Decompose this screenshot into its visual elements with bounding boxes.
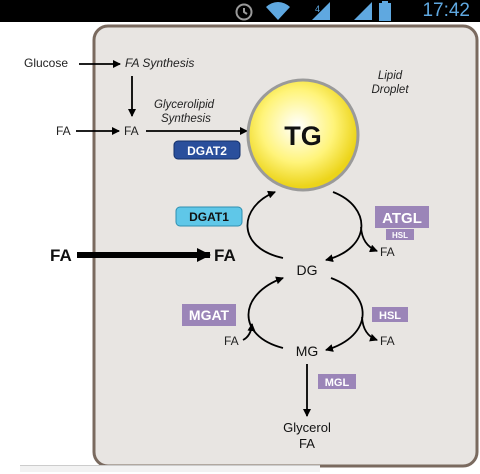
lipid-metabolism-diagram: Glucose FA Synthesis FA FA Glycerolipid … — [24, 24, 479, 468]
hsl-small-badge — [386, 229, 414, 240]
svg-text:4: 4 — [315, 4, 320, 14]
mg-label: MG — [296, 343, 319, 359]
fa-release-arrow-top — [360, 226, 378, 253]
glycerol-label: Glycerol — [283, 420, 331, 435]
hsl-badge — [372, 307, 408, 322]
mgat-label: MGAT — [189, 307, 230, 323]
fa-right-bottom-label: FA — [380, 334, 395, 348]
fa-big-right-label: FA — [214, 246, 236, 265]
fa-uptake-arrow-bottom — [242, 323, 256, 341]
droplet-label: Droplet — [371, 84, 409, 96]
fa-synthesis-label: FA Synthesis — [125, 56, 194, 70]
dgat1-badge — [175, 206, 243, 227]
fa-mid-label: FA — [124, 124, 139, 138]
lipid-droplet — [246, 78, 360, 192]
lipolysis-arrow-dg-to-mg — [325, 277, 364, 352]
signal-icon — [354, 2, 372, 20]
glucose-label: Glucose — [24, 56, 68, 70]
battery-icon — [379, 1, 391, 21]
fa-bottom-label: FA — [299, 436, 315, 451]
mgl-badge — [318, 374, 356, 389]
fa-left-label: FA — [56, 124, 71, 138]
status-bar: 4 17:42 — [0, 0, 480, 22]
tg-label: TG — [284, 121, 322, 151]
atgl-label: ATGL — [382, 210, 422, 227]
acylation-arrow-mg-to-dg — [247, 276, 284, 349]
synthesis-label: Synthesis — [161, 113, 211, 125]
hsl-small-label: HSL — [392, 231, 408, 240]
scroll-edge — [20, 465, 320, 472]
wifi-icon — [266, 2, 290, 21]
mgl-label: MGL — [325, 377, 350, 389]
fa-big-left-label: FA — [50, 246, 72, 265]
fa-release-arrow-bottom — [361, 316, 378, 342]
dgat2-badge — [173, 140, 241, 160]
fa-left-bottom-label: FA — [224, 334, 239, 348]
lipid-label: Lipid — [378, 70, 403, 82]
glycerolipid-label: Glycerolipid — [154, 99, 215, 111]
clock-time: 17:42 — [422, 0, 470, 21]
atgl-badge — [375, 206, 429, 228]
dgat1-label: DGAT1 — [189, 210, 229, 224]
mgat-badge — [182, 304, 236, 326]
signal-icon: 4 — [312, 2, 330, 20]
dg-label: DG — [297, 262, 318, 278]
hsl-label: HSL — [379, 310, 401, 322]
alarm-icon — [235, 3, 253, 21]
fa-right-top-label: FA — [380, 245, 395, 259]
esterification-arrow-dg-to-tg — [246, 190, 284, 259]
dgat2-label: DGAT2 — [187, 144, 227, 158]
